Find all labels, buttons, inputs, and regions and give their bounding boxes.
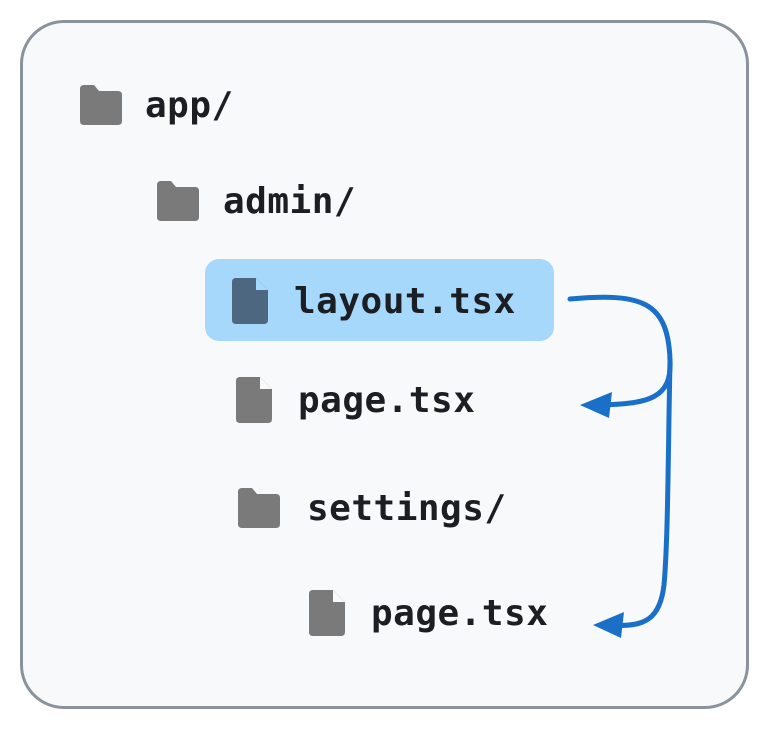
tree-item-label: layout.tsx bbox=[294, 280, 516, 322]
tree-item-settings[interactable]: settings/ bbox=[234, 483, 507, 533]
tree-item-page[interactable]: page.tsx bbox=[234, 375, 475, 425]
file-icon bbox=[230, 276, 270, 326]
tree-item-label: page.tsx bbox=[371, 592, 549, 634]
tree-item-label: admin/ bbox=[223, 180, 357, 222]
tree-item-layout[interactable]: layout.tsx bbox=[230, 276, 516, 326]
file-icon bbox=[307, 588, 347, 638]
folder-icon bbox=[153, 179, 201, 223]
folder-icon bbox=[234, 486, 282, 530]
tree-item-app[interactable]: app/ bbox=[76, 80, 234, 130]
tree-item-label: app/ bbox=[145, 84, 234, 126]
tree-item-admin[interactable]: admin/ bbox=[153, 176, 356, 226]
tree-item-label: page.tsx bbox=[298, 379, 476, 421]
file-icon bbox=[234, 375, 274, 425]
folder-icon bbox=[76, 83, 124, 127]
tree-item-settings-page[interactable]: page.tsx bbox=[307, 588, 548, 638]
tree-item-label: settings/ bbox=[307, 487, 507, 529]
